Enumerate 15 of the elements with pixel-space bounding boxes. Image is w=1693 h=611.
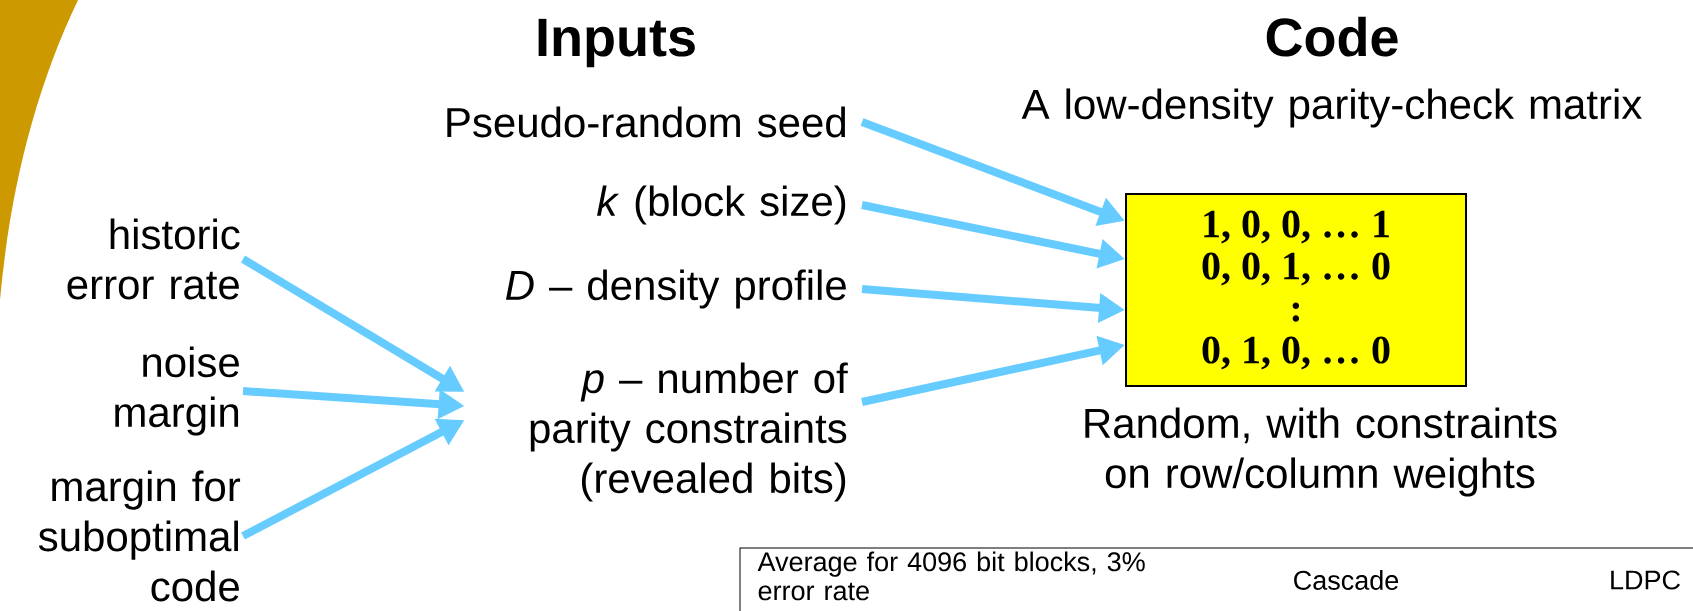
input-text: historic error rate <box>67 218 240 300</box>
table-cell: Average for 4096 bit blocks, 3% error rate <box>757 551 1145 601</box>
input-text: k (block size) <box>597 185 846 225</box>
matrix-box: 1, 0, 0, … 1 0, 0, 1, … 0 : 0, 1, 0, … 0 <box>1125 193 1467 387</box>
table-cell: Cascade <box>1294 570 1399 590</box>
input-text: margin for suboptimal code <box>38 470 241 602</box>
input-text: Pseudo-random seed <box>447 106 846 138</box>
heading: Inputs <box>538 18 695 68</box>
input-text: D – density profile <box>505 269 846 309</box>
caption-text: A low-density parity-check matrix <box>1021 88 1642 128</box>
input-text: noise margin <box>115 346 239 436</box>
caption-text: Random, with constraints on row/column weights <box>1085 407 1557 497</box>
input-text: p – number of parity constraints (revealed bits) <box>530 362 848 502</box>
heading: Code <box>1266 16 1398 57</box>
table-cell: LDPC <box>1611 570 1680 590</box>
